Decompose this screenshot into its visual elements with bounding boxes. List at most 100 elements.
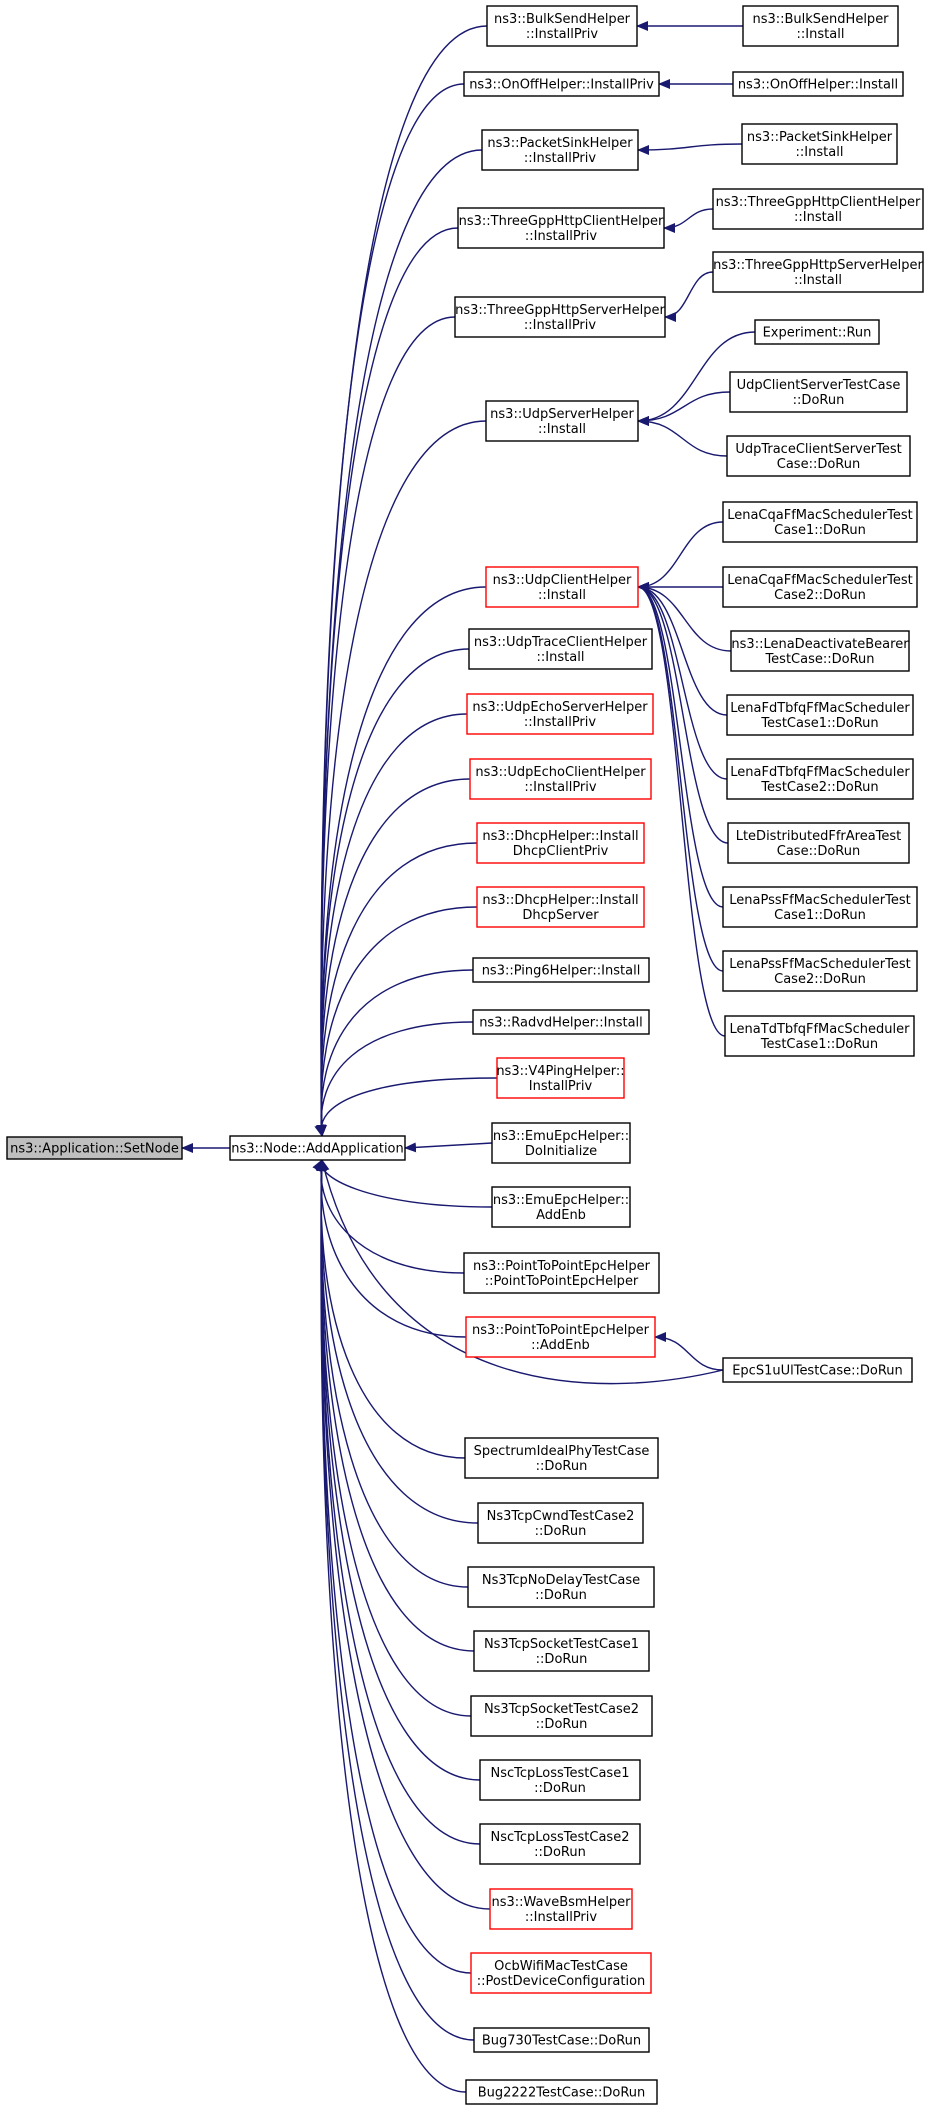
node-ns3-threegpphttpclienthelper-installpriv[interactable]: ns3::ThreeGppHttpClientHelper::InstallPr… [457,207,665,249]
node-label: UdpClientServerTestCase [737,378,901,393]
node-box [6,1136,183,1160]
node-box [470,1952,652,1994]
node-label: ns3::BulkSendHelper [752,12,889,27]
node-ns3-bulksendhelper-install[interactable]: ns3::BulkSendHelper::Install [742,5,899,47]
node-ns3tcpcwndtestcase2-dorun[interactable]: Ns3TcpCwndTestCase2::DoRun [477,1502,644,1544]
node-label: ::Install [796,145,844,160]
node-box [454,296,666,338]
node-box [463,71,660,97]
node-label: Case2::DoRun [774,972,866,987]
node-ns3tcpsockettestcase1-dorun[interactable]: Ns3TcpSocketTestCase1::DoRun [473,1630,650,1672]
node-udpclientservertestcase-dorun[interactable]: UdpClientServerTestCase::DoRun [729,371,908,413]
node-ns3-udpclienthelper-install[interactable]: ns3::UdpClientHelper::Install [485,566,639,608]
node-label: Bug2222TestCase::DoRun [478,2086,646,2101]
node-ns3-udpechoserverhelper-installpriv[interactable]: ns3::UdpEchoServerHelper::InstallPriv [466,693,654,735]
node-box [712,188,924,230]
node-label: ::DoRun [535,1524,587,1539]
node-label: LenaPssFfMacSchedulerTest [729,893,910,908]
node-label: ns3::EmuEpcHelper:: [493,1193,629,1208]
node-ns3-pointtopointepchelper-addenb[interactable]: ns3::PointToPointEpcHelper::AddEnb [465,1316,656,1358]
node-ns3-emuepchelper-doinitialize[interactable]: ns3::EmuEpcHelper::DoInitialize [491,1122,631,1164]
edge-pss2-to-udpclient [637,582,724,972]
node-spectrumidealphytestcase-dorun[interactable]: SpectrumIdealPhyTestCase::DoRun [464,1437,659,1479]
node-nsctcplosstestcase1-dorun[interactable]: NscTcpLossTestCase1::DoRun [479,1759,641,1801]
node-label: ns3::DhcpHelper::Install [482,829,638,844]
node-label: ns3::Application::SetNode [10,1142,179,1157]
node-label: TestCase2::DoRun [760,780,878,795]
node-label: ::Install [797,27,845,42]
node-box [457,207,665,249]
node-ns3-v4pinghelper-installpriv[interactable]: ns3::V4PingHelper::InstallPriv [496,1057,625,1099]
edge-deact-to-udpclient [637,582,732,652]
node-label: Case::DoRun [777,844,860,859]
node-ns3-udpechoclienthelper-installpriv[interactable]: ns3::UdpEchoClientHelper::InstallPriv [469,758,652,800]
node-box [468,628,653,670]
node-ns3-threegpphttpserverhelper-install[interactable]: ns3::ThreeGppHttpServerHelper::Install [712,251,924,293]
node-ns3-threegpphttpserverhelper-installpriv[interactable]: ns3::ThreeGppHttpServerHelper::InstallPr… [454,296,666,338]
node-ns3-emuepchelper-addenb[interactable]: ns3::EmuEpcHelper::AddEnb [491,1186,631,1228]
edge-exprun-to-udpserv [637,331,756,426]
node-box [465,1316,656,1358]
node-label: ns3::UdpEchoClientHelper [475,765,646,780]
node-ns3-node-addapplication[interactable]: ns3::Node::AddApplication [229,1135,406,1161]
node-box [473,1630,650,1672]
node-label: ::PointToPointEpcHelper [485,1274,639,1289]
node-nsctcplosstestcase2-dorun[interactable]: NscTcpLossTestCase2::DoRun [479,1823,641,1865]
node-label: Bug730TestCase::DoRun [482,2034,641,2049]
node-ns3-onoffhelper-install[interactable]: ns3::OnOffHelper::Install [732,71,904,97]
node-ns3tcpsockettestcase2-dorun[interactable]: Ns3TcpSocketTestCase2::DoRun [470,1695,653,1737]
node-box [730,630,910,672]
node-label: ns3::PacketSinkHelper [747,130,893,145]
node-label: Ns3TcpSocketTestCase1 [484,1637,639,1652]
node-box [485,400,639,442]
node-label: UdpTraceClientServerTest [735,442,901,457]
node-epcs1uultestcase-dorun[interactable]: EpcS1uUlTestCase::DoRun [722,1357,913,1383]
node-label: ns3::Ping6Helper::Install [482,964,641,979]
node-box [470,1695,653,1737]
node-bug730testcase-dorun[interactable]: Bug730TestCase::DoRun [473,2027,650,2053]
node-label: ::PostDeviceConfiguration [477,1974,646,1989]
node-label: DhcpClientPriv [513,844,609,859]
node-ns3tcpnodelaytestcase-dorun[interactable]: Ns3TcpNoDelayTestCase::DoRun [467,1566,655,1608]
node-box [722,501,918,543]
edge-cwnd2-to-addapp [316,1159,479,1524]
node-ns3-udpserverhelper-install[interactable]: ns3::UdpServerHelper::Install [485,400,639,442]
edge-radvd-to-addapp [315,1021,474,1137]
node-ns3-onoffhelper-installpriv[interactable]: ns3::OnOffHelper::InstallPriv [463,71,660,97]
node-box [726,435,911,477]
node-box [467,1566,655,1608]
edge-udpclient-to-addapp [316,586,487,1137]
node-ns3-ping6helper-install[interactable]: ns3::Ping6Helper::Install [472,957,650,983]
node-box [472,1009,650,1035]
node-ocbwifimactestcase-postdeviceconfiguration[interactable]: OcbWifiMacTestCase::PostDeviceConfigurat… [470,1952,652,1994]
node-bug2222testcase-dorun[interactable]: Bug2222TestCase::DoRun [465,2079,658,2105]
node-ns3-application-setnode[interactable]: ns3::Application::SetNode [6,1136,183,1160]
node-ns3-packetsinkhelper-installpriv[interactable]: ns3::PacketSinkHelper::InstallPriv [481,129,639,171]
node-ns3-wavebsmhelper-installpriv[interactable]: ns3::WaveBsmHelper::InstallPriv [489,1888,633,1930]
node-label: ::DoRun [536,1717,588,1732]
node-box [729,371,908,413]
edge-udpserv-to-addapp [316,420,487,1137]
node-ns3-pointtopointepchelper-pointtopointepchelper[interactable]: ns3::PointToPointEpcHelper::PointToPoint… [463,1252,660,1294]
node-experiment-run[interactable]: Experiment::Run [754,319,880,345]
node-ns3-bulksendhelper-installpriv[interactable]: ns3::BulkSendHelper::InstallPriv [486,5,638,47]
node-label: ::Install [538,588,586,603]
edge-emuinit-to-addapp [404,1142,493,1153]
node-ns3-radvdhelper-install[interactable]: ns3::RadvdHelper::Install [472,1009,650,1035]
node-ns3-packetsinkhelper-install[interactable]: ns3::PacketSinkHelper::Install [741,123,898,165]
node-ns3-threegpphttpclienthelper-install[interactable]: ns3::ThreeGppHttpClientHelper::Install [712,188,924,230]
node-ns3-udptraceclienthelper-install[interactable]: ns3::UdpTraceClientHelper::Install [468,628,653,670]
edge-tdtbfq1-to-udpclient [637,582,726,1037]
